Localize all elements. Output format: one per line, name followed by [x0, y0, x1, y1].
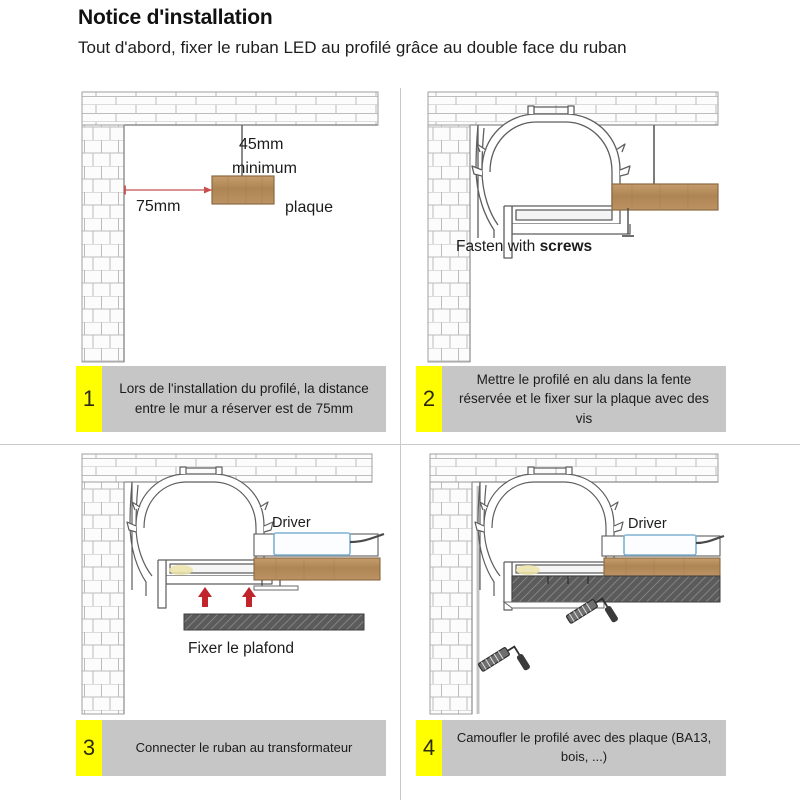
paint-roller-icon-1 [565, 597, 618, 624]
step-2-figure: Fasten with screws [416, 88, 726, 366]
step-2-diagram [427, 91, 719, 363]
step-number-badge-1: 1 [76, 366, 102, 432]
paint-roller-icon-2 [477, 645, 530, 672]
label-driver-3: Driver [272, 515, 311, 531]
label-45mm: 45mm [239, 136, 284, 153]
step-panel-2: Fasten with screws 2 Mettre le profilé e… [400, 88, 800, 444]
step-panel-1: 45mm minimum plaque 75mm 1 Lors de l'ins… [0, 88, 400, 444]
step-caption-text-1: Lors de l'installation du profilé, la di… [102, 366, 386, 432]
label-driver-4: Driver [628, 516, 667, 532]
step-4-caption: 4 Camoufler le profilé avec des plaque (… [416, 720, 726, 776]
step-3-caption: 3 Connecter le ruban au transformateur [76, 720, 386, 776]
step-1-caption: 1 Lors de l'installation du profilé, la … [76, 366, 386, 432]
label-minimum: minimum [232, 160, 297, 177]
fasten-prefix-text: Fasten with [456, 238, 540, 255]
step-panel-3: Driver Fixer le plafond 3 Connecter le r… [0, 444, 400, 800]
step-number-badge-3: 3 [76, 720, 102, 776]
label-75mm: 75mm [136, 198, 181, 215]
step-4-diagram [429, 453, 725, 715]
step-1-diagram [81, 91, 379, 363]
step-caption-text-2: Mettre le profilé en alu dans la fente r… [442, 366, 726, 432]
step-1-figure: 45mm minimum plaque 75mm [76, 88, 386, 366]
step-panel-4: Driver 4 Camoufler le profilé avec des p… [400, 444, 800, 800]
page-subtitle: Tout d'abord, fixer le ruban LED au prof… [78, 38, 627, 58]
step-number-badge-2: 2 [416, 366, 442, 432]
step-caption-text-3: Connecter le ruban au transformateur [102, 720, 386, 776]
row-divider [0, 444, 800, 445]
step-3-diagram [81, 453, 385, 715]
steps-grid: 45mm minimum plaque 75mm 1 Lors de l'ins… [0, 88, 800, 800]
step-number-badge-4: 4 [416, 720, 442, 776]
label-plaque: plaque [285, 199, 334, 216]
label-fasten-with-screws: Fasten with screws [456, 238, 592, 256]
step-3-figure: Driver Fixer le plafond [76, 450, 386, 718]
page-title: Notice d'installation [78, 6, 273, 29]
label-fixer-le-plafond: Fixer le plafond [188, 640, 294, 657]
header: Notice d'installation Tout d'abord, fixe… [78, 6, 778, 58]
step-4-figure: Driver [416, 450, 726, 718]
step-caption-text-4: Camoufler le profilé avec des plaque (BA… [442, 720, 726, 776]
fasten-strong-text: screws [539, 238, 593, 255]
step-2-caption: 2 Mettre le profilé en alu dans la fente… [416, 366, 726, 432]
